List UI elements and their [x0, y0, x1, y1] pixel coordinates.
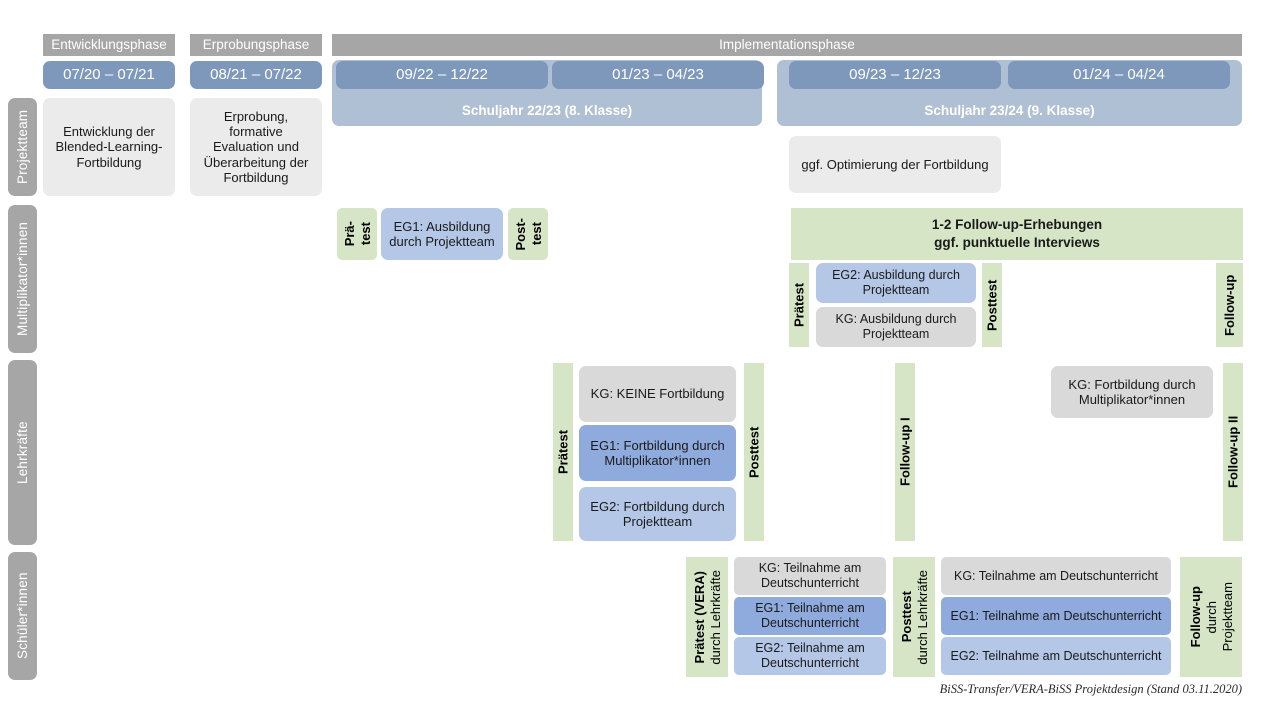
schueler-eg1-box-1: EG1: Teilnahme am Deutschunterricht [734, 597, 886, 635]
period-bar-0124-0424: 01/24 – 04/24 [1008, 61, 1230, 89]
schueler-eg2-box-1: EG2: Teilnahme am Deutschunterricht [734, 637, 886, 675]
schueler-eg1-box-2: EG1: Teilnahme am Deutschunterricht [941, 597, 1171, 635]
period-bar-0123-0423: 01/23 – 04/23 [552, 61, 764, 89]
multiplikatoren-eg1-box: EG1: Ausbildung durch Projektteam [381, 208, 503, 260]
lehrkraefte-kg-box: KG: KEINE Fortbildung [579, 366, 736, 422]
school-year-label-2223: Schuljahr 22/23 (8. Klasse) [461, 103, 633, 119]
phase-header-implementation: Implementationsphase [332, 34, 1242, 56]
sidebar-item-projektteam[interactable]: Projektteam [8, 98, 37, 196]
period-bar-0923-1223: 09/23 – 12/23 [789, 61, 1001, 89]
banner-line-2: ggf. punktuelle Interviews [934, 235, 1100, 250]
posttest-label: Posttest [898, 591, 914, 643]
sidebar-item-lehrkraefte[interactable]: Lehrkräfte [8, 360, 37, 545]
lehrkraefte-posttest-bar: Posttest [744, 363, 764, 541]
multiplikatoren-eg2-box: EG2: Ausbildung durch Projektteam [816, 263, 976, 303]
praetest-vera-sublabel: durch Lehrkräfte [707, 569, 723, 665]
schueler-eg2-box-2: EG2: Teilnahme am Deutschunterricht [941, 637, 1171, 675]
lehrkraefte-kg2-box: KG: Fortbildung durch Multiplikator*inne… [1051, 366, 1213, 418]
praetest-vera-label: Prätest (VERA) [691, 570, 707, 664]
posttest-sublabel: durch Lehrkräfte [914, 569, 930, 665]
followup-erhebungen-banner: 1-2 Follow-up-Erhebungen ggf. punktuelle… [791, 208, 1243, 260]
lehrkraefte-eg1-box: EG1: Fortbildung durch Multiplikator*inn… [579, 425, 736, 481]
sidebar-item-schuelerinnen[interactable]: Schüler*innen [8, 552, 37, 680]
praetest-line-2: test [357, 222, 373, 246]
posttest-line-2: test [528, 222, 544, 246]
projektteam-optimierung-box: ggf. Optimierung der Fortbildung [789, 136, 1001, 193]
sidebar-item-multiplikatorinnen[interactable]: Multiplikator*innen [8, 205, 37, 353]
period-bar-0720-0721: 07/20 – 07/21 [43, 61, 175, 89]
schueler-kg-box-2: KG: Teilnahme am Deutschunterricht [941, 557, 1171, 595]
followup-sublabel-1: durch [1203, 600, 1219, 634]
school-year-label-2324: Schuljahr 23/24 (9. Klasse) [924, 103, 1095, 119]
projektteam-erprobung-box: Erprobung, formative Evaluation und Über… [190, 98, 322, 196]
schueler-posttest-bar: Posttest durch Lehrkräfte [893, 557, 935, 677]
multiplikatoren-posttest-bar: Post- test [508, 208, 548, 260]
multiplikatoren-posttest2-bar: Posttest [982, 263, 1002, 347]
schueler-kg-box-1: KG: Teilnahme am Deutschunterricht [734, 557, 886, 595]
posttest-line-1: Post- [512, 217, 528, 251]
followup-label: Follow-up [1187, 586, 1203, 648]
praetest-line-1: Prä- [341, 221, 357, 247]
projektteam-entwicklung-box: Entwicklung der Blended-Learning-Fortbil… [43, 98, 175, 196]
period-bar-0821-0722: 08/21 – 07/22 [190, 61, 322, 89]
schueler-praetest-vera-bar: Prätest (VERA) durch Lehrkräfte [686, 557, 728, 677]
multiplikatoren-praetest-bar: Prä- test [337, 208, 377, 260]
phase-header-erprobung: Erprobungsphase [190, 34, 322, 56]
multiplikatoren-followup-bar: Follow-up [1216, 263, 1243, 347]
schueler-followup-bar: Follow-up durch Projektteam [1180, 557, 1242, 677]
phase-header-entwicklung: Entwicklungsphase [43, 34, 175, 56]
followup-sublabel-2: Projektteam [1219, 582, 1235, 652]
lehrkraefte-followup-1-bar: Follow-up I [895, 363, 915, 541]
period-bar-0922-1222: 09/22 – 12/22 [336, 61, 548, 89]
footer-source-note: BiSS-Transfer/VERA-BiSS Projektdesign (S… [939, 682, 1242, 696]
lehrkraefte-praetest-bar: Prätest [553, 363, 573, 541]
multiplikatoren-praetest2-bar: Prätest [789, 263, 809, 347]
lehrkraefte-eg2-box: EG2: Fortbildung durch Projektteam [579, 487, 736, 541]
multiplikatoren-kg-box: KG: Ausbildung durch Projektteam [816, 307, 976, 347]
lehrkraefte-followup-2-bar: Follow-up II [1223, 363, 1243, 541]
banner-line-1: 1-2 Follow-up-Erhebungen [931, 217, 1103, 233]
